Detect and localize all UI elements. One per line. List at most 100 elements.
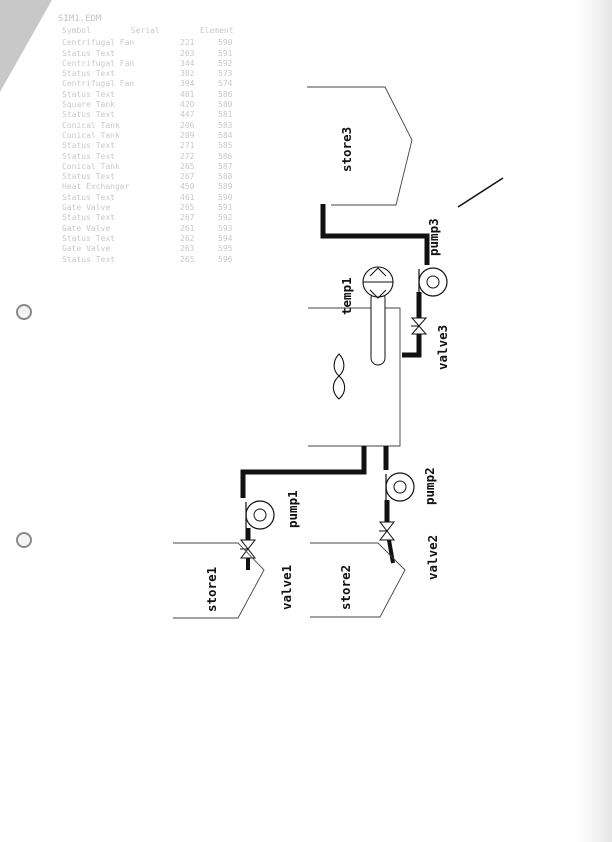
- punch-hole-bottom: [16, 532, 32, 548]
- faint-table-cell: 583: [218, 120, 233, 130]
- faint-table-row: Status Text 263 591: [62, 49, 292, 59]
- faint-table-cell: 263: [180, 48, 195, 58]
- faint-filename: SIM1.EDM: [58, 14, 102, 24]
- faint-table-cell: Status Text: [62, 192, 115, 202]
- faint-table-cell: Status Text: [62, 233, 115, 243]
- faint-table: Symbol Serial Element Centrifugal Fan 221…: [62, 14, 292, 265]
- pump2-label: pump2: [422, 467, 437, 505]
- faint-table-cell: 262: [180, 233, 195, 243]
- faint-table-cell: Square Tank: [62, 100, 115, 110]
- mixer-icon: [332, 353, 346, 400]
- faint-table-cell: Conical Tank: [62, 120, 120, 130]
- store3-tank: [307, 86, 413, 206]
- faint-table-row: Centrifugal Fan 221 590: [62, 38, 292, 48]
- stray-pen-mark: [457, 177, 504, 208]
- pump3-label: pump3: [426, 218, 441, 256]
- pipe-store3-pump3: [320, 204, 430, 265]
- faint-table-cell: 394: [180, 79, 195, 89]
- faint-table-cell: 590: [218, 38, 233, 48]
- pump1-icon: [245, 500, 275, 530]
- faint-table-cell: 595: [218, 244, 233, 254]
- main-tank: [308, 307, 401, 447]
- faint-table-cell: Status Text: [62, 89, 115, 99]
- store2-tank: [310, 542, 406, 618]
- temp1-label: temp1: [339, 277, 354, 315]
- faint-table-cell: 447: [180, 110, 195, 120]
- faint-table-cell: Status Text: [62, 254, 115, 264]
- pump1-label: pump1: [285, 490, 300, 528]
- pipe-valve3-tank: [402, 334, 422, 358]
- store1-tank: [173, 542, 265, 619]
- pipe-valve2-store2: [387, 539, 395, 564]
- faint-table-cell: Conical Tank: [62, 130, 120, 140]
- faint-header-serial: Serial: [130, 26, 160, 35]
- faint-table-cell: 265: [180, 254, 195, 264]
- pump3-icon: [418, 267, 448, 297]
- faint-table-cell: 585: [218, 141, 233, 151]
- faint-table-cell: Gate Valve: [62, 223, 111, 233]
- faint-table-cell: Status Text: [62, 213, 115, 223]
- faint-table-cell: 573: [218, 69, 233, 79]
- faint-table-cell: 592: [218, 213, 233, 223]
- faint-table-cell: Status Text: [62, 151, 115, 161]
- faint-table-row: Status Text 267 588: [62, 172, 292, 182]
- store3-label: store3: [339, 127, 354, 172]
- faint-table-cell: 344: [180, 58, 195, 68]
- faint-table-cell: 209: [180, 130, 195, 140]
- valve2-icon: [378, 521, 396, 541]
- faint-table-cell: 265: [180, 161, 195, 171]
- pump2-icon: [385, 472, 415, 502]
- store2-label: store2: [338, 565, 353, 610]
- faint-table-cell: Centrifugal Fan: [62, 58, 135, 68]
- faint-table-cell: 267: [180, 172, 195, 182]
- faint-table-cell: Status Text: [62, 110, 115, 120]
- faint-table-cell: 263: [180, 244, 195, 254]
- faint-table-cell: 591: [218, 48, 233, 58]
- faint-table-row: Centrifugal Fan 344 592: [62, 59, 292, 69]
- faint-table-cell: 450: [180, 182, 195, 192]
- faint-table-cell: 382: [180, 69, 195, 79]
- valve1-label: valve1: [279, 565, 294, 610]
- faint-table-cell: Centrifugal Fan: [62, 38, 135, 48]
- faint-table-cell: 574: [218, 79, 233, 89]
- valve1-icon: [239, 539, 257, 559]
- faint-table-cell: Status Text: [62, 48, 115, 58]
- faint-table-cell: Status Text: [62, 141, 115, 151]
- faint-table-header: Symbol Serial Element: [62, 26, 292, 36]
- faint-table-cell: 272: [180, 151, 195, 161]
- punch-hole-top: [16, 304, 32, 320]
- faint-table-cell: Status Text: [62, 172, 115, 182]
- faint-table-cell: 590: [218, 192, 233, 202]
- faint-table-cell: 587: [218, 161, 233, 171]
- pipe-tank-pump1: [240, 446, 367, 498]
- faint-table-cell: 593: [218, 223, 233, 233]
- valve3-icon: [410, 317, 428, 335]
- folded-corner: [0, 0, 52, 92]
- faint-table-cell: 401: [180, 89, 195, 99]
- faint-table-cell: Heat Exchanger: [62, 182, 130, 192]
- faint-table-cell: 588: [218, 172, 233, 182]
- faint-header-symbol: Symbol: [62, 26, 91, 35]
- faint-table-cell: 221: [180, 38, 195, 48]
- faint-table-cell: 596: [218, 254, 233, 264]
- temp1-heat-exchanger-icon: [362, 266, 394, 366]
- faint-table-cell: 592: [218, 58, 233, 68]
- faint-table-cell: 586: [218, 89, 233, 99]
- faint-table-cell: Gate Valve: [62, 203, 111, 213]
- page-edge-shadow: [576, 0, 612, 842]
